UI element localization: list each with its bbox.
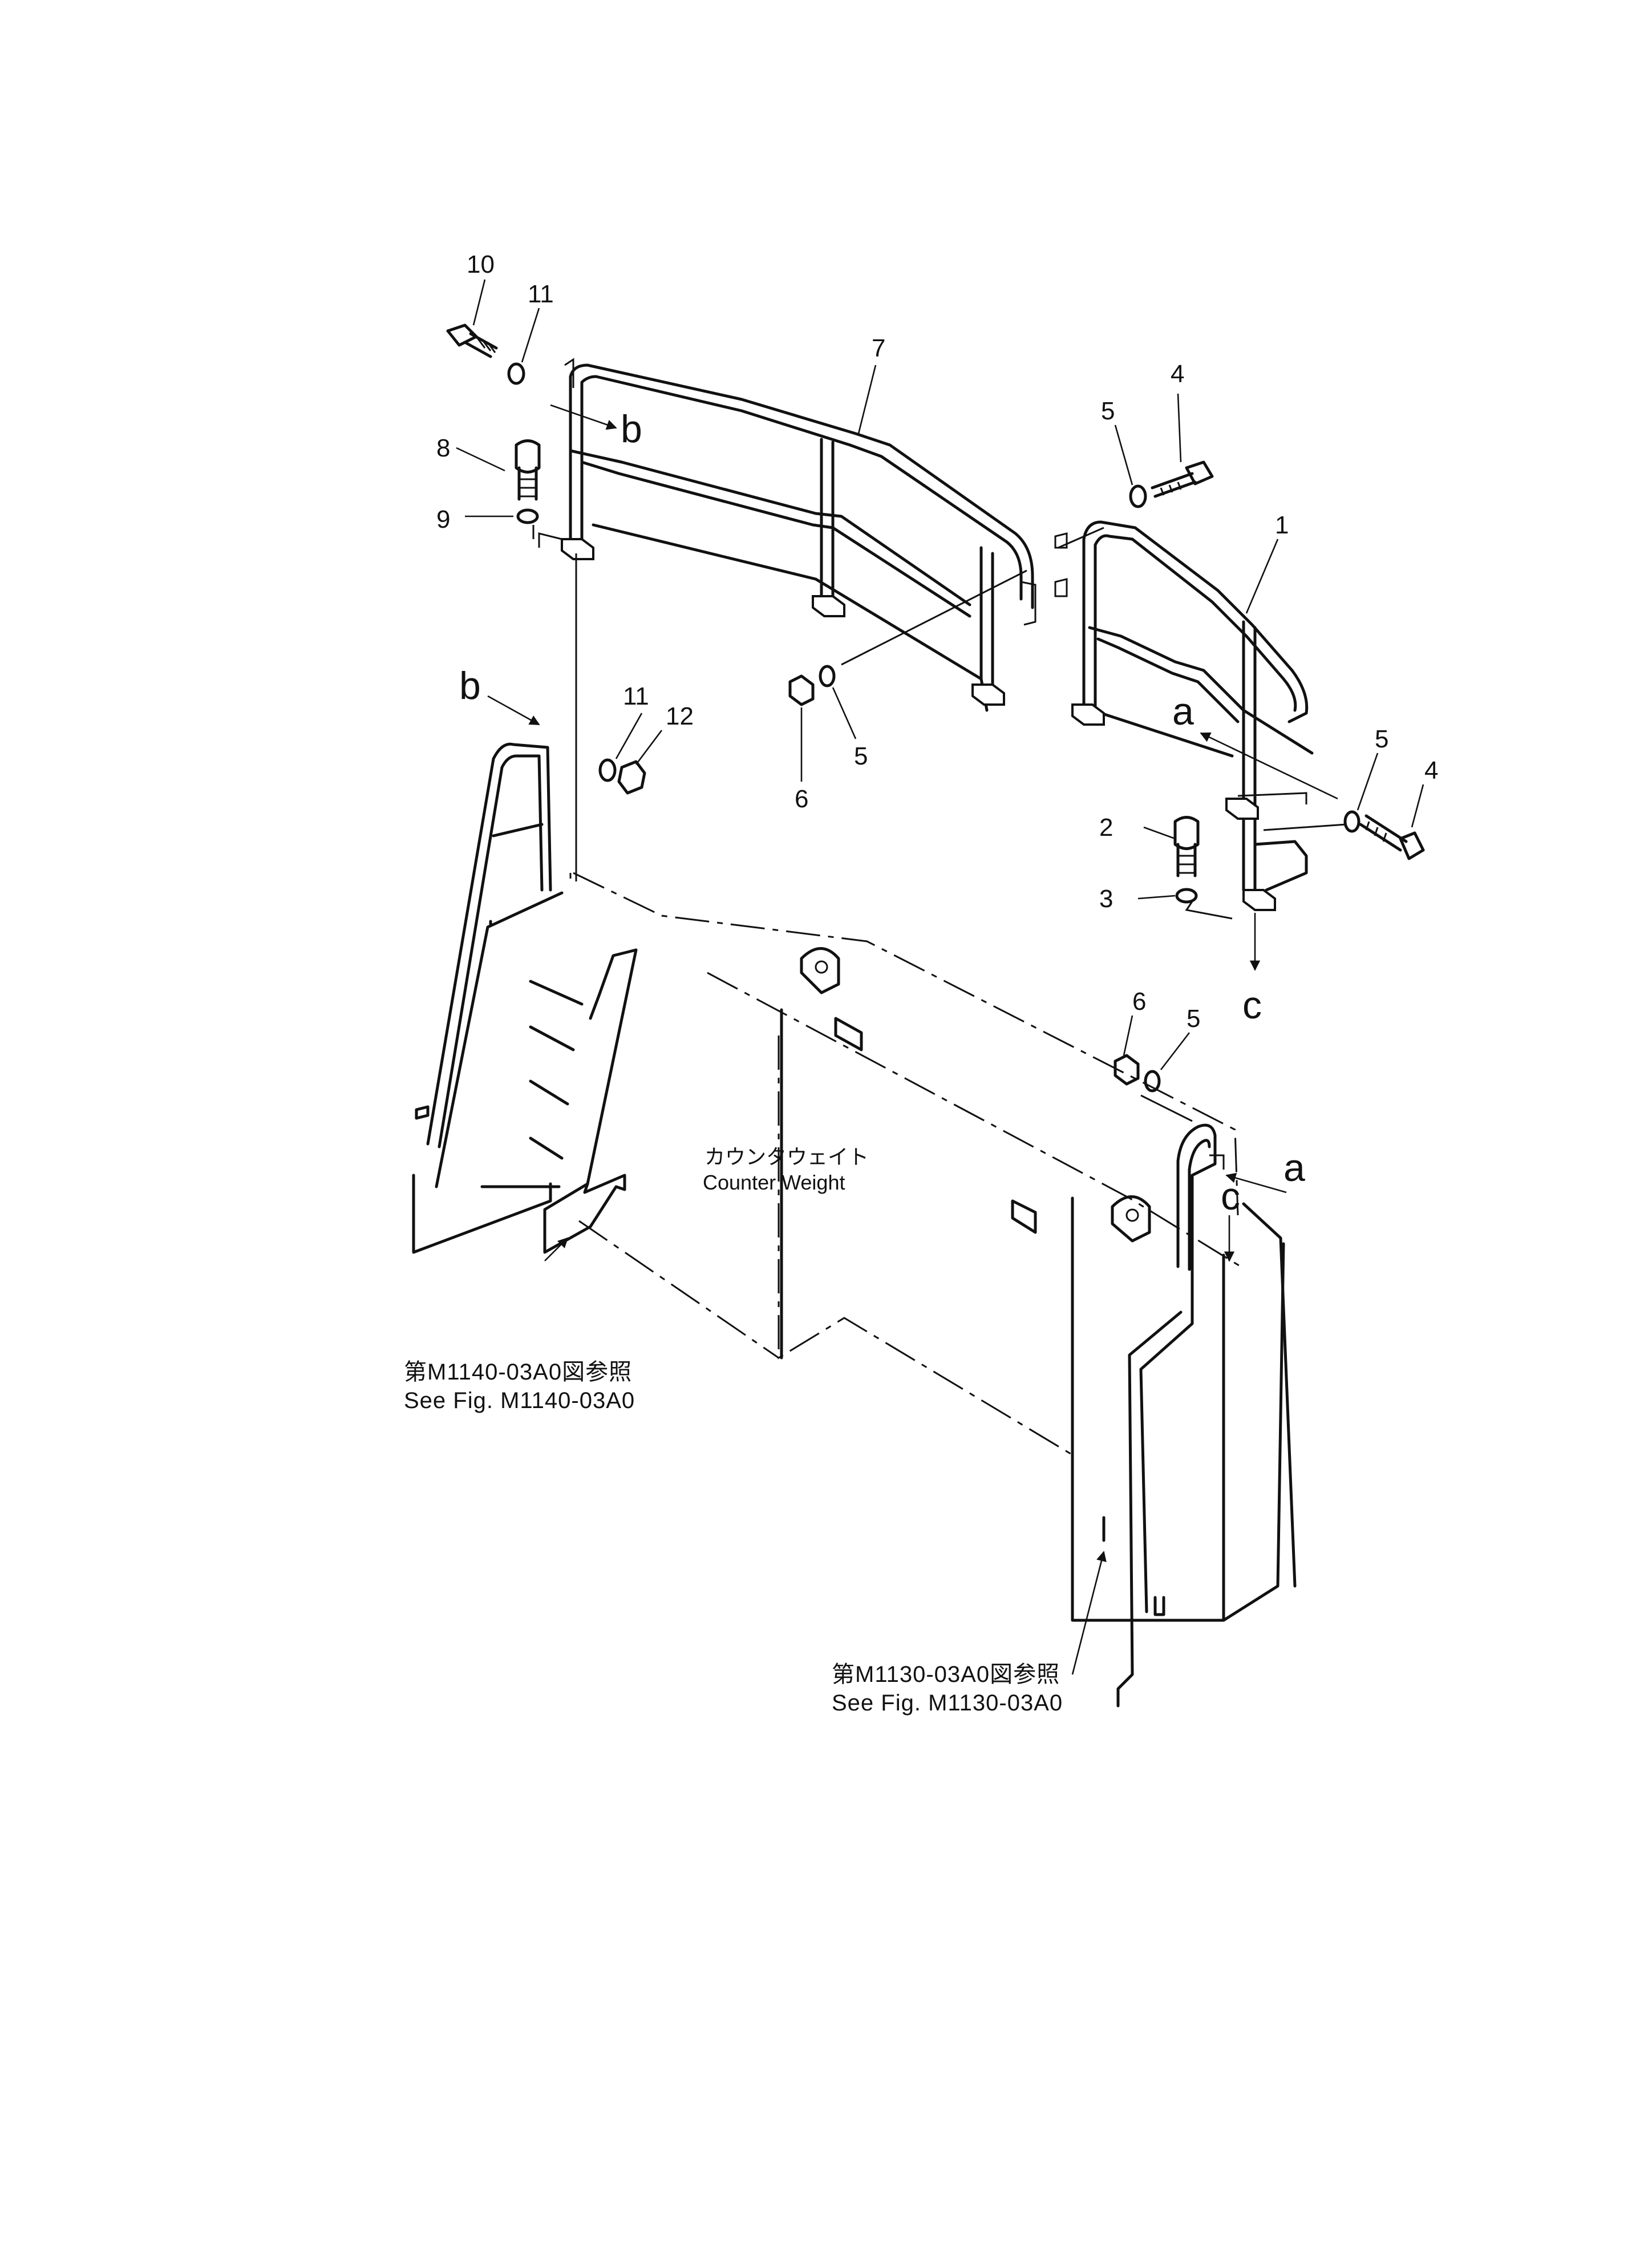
callout-2: 2 [1099, 814, 1113, 842]
callout-5-right: 5 [1375, 725, 1388, 753]
stairs [412, 742, 638, 1254]
counterweight-label-en: Counter Weight [703, 1171, 845, 1194]
washer-3 [1175, 888, 1198, 904]
reference-stairs-en: See Fig. M1140-03A0 [404, 1388, 635, 1413]
callout-1: 1 [1275, 511, 1289, 539]
counterweight-label-jp: カウンタウェイト [704, 1145, 869, 1168]
callouts: 10 11 7 8 9 5 4 1 11 12 6 5 2 3 5 4 6 5 [436, 250, 1438, 1033]
connector-a-bottom: a [1283, 1146, 1305, 1190]
washer-11-mid [598, 758, 617, 782]
washer-5-mid [819, 665, 836, 687]
callout-11-mid: 11 [623, 682, 649, 710]
reference-stairs-jp: 第M1140-03A0図参照 [404, 1360, 632, 1385]
callout-4-right: 4 [1424, 757, 1438, 784]
figure-references: 第M1140-03A0図参照 See Fig. M1140-03A0 第M113… [404, 1360, 1063, 1716]
reference-ladder-en: See Fig. M1130-03A0 [832, 1690, 1063, 1716]
bolt-2 [1173, 816, 1200, 877]
callout-6-bottom: 6 [1132, 988, 1146, 1016]
connector-b-top: b [621, 407, 642, 451]
connector-b-left: b [459, 664, 481, 707]
callout-6-top: 6 [795, 785, 808, 813]
callout-12: 12 [666, 702, 694, 730]
washer-5-top [1129, 484, 1147, 508]
nut-12 [617, 760, 646, 795]
callout-7: 7 [872, 334, 885, 362]
callout-10: 10 [467, 250, 495, 278]
counterweight [569, 872, 1297, 1622]
callout-3: 3 [1099, 885, 1113, 913]
nut-6-top [788, 674, 815, 706]
washer-9 [516, 508, 539, 524]
callout-11-top: 11 [528, 280, 554, 308]
callout-5-top: 5 [1101, 397, 1115, 425]
washer-5-right [1343, 810, 1361, 833]
connector-letters: b b a a c c [459, 407, 1305, 1218]
connector-c-top: c [1242, 984, 1262, 1027]
connector-a-top: a [1172, 690, 1194, 733]
washer-5-bottom [1144, 1070, 1161, 1093]
connector-c-bottom: c [1221, 1175, 1240, 1218]
counterweight-label: カウンタウェイト Counter Weight [703, 1145, 869, 1194]
bolt-4-top [1151, 460, 1214, 498]
nut-6-bottom [1114, 1054, 1140, 1086]
washer-11-top [507, 362, 525, 385]
bolt-10 [446, 323, 498, 358]
bolt-8 [515, 439, 541, 501]
bolt-4-right [1359, 814, 1425, 860]
connector-arrows [487, 404, 1338, 1675]
ladder [1102, 1123, 1225, 1708]
callout-8: 8 [436, 434, 450, 462]
leader-lines [456, 279, 1424, 1122]
callout-5-mid: 5 [854, 742, 868, 770]
handrail-1 [1054, 520, 1314, 911]
callout-4-top: 4 [1171, 360, 1184, 388]
handrail-7 [538, 358, 1036, 712]
callout-5-bottom: 5 [1187, 1005, 1200, 1033]
reference-ladder-jp: 第M1130-03A0図参照 [832, 1662, 1060, 1687]
callout-9: 9 [436, 505, 450, 533]
